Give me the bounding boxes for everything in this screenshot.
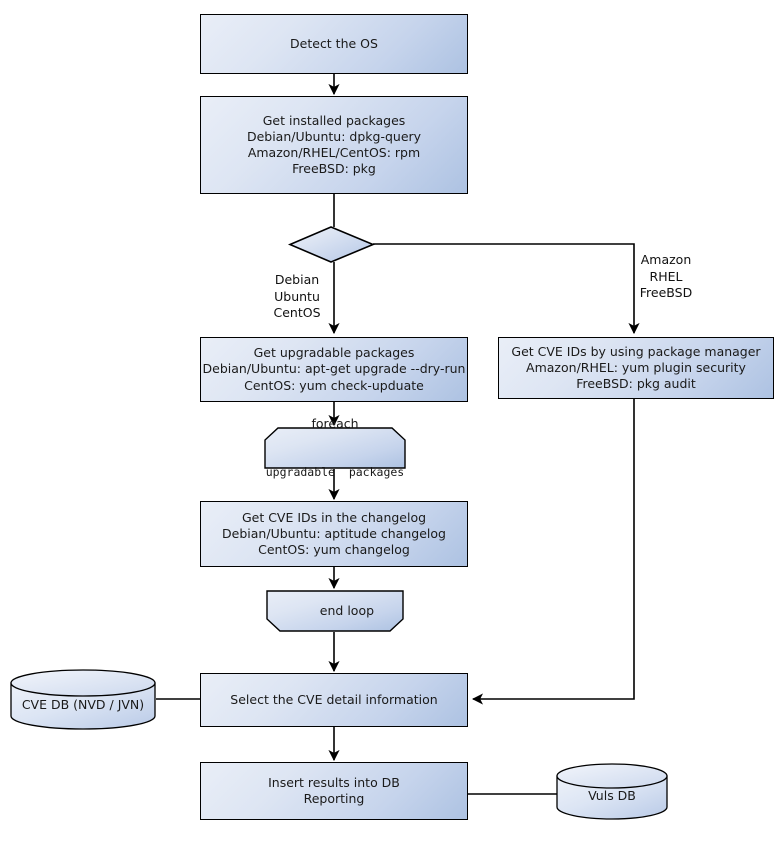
node-insert-results-label: Insert results into DB Reporting bbox=[268, 774, 400, 806]
node-get-cve-changelog-label: Get CVE IDs in the changelog Debian/Ubun… bbox=[222, 509, 446, 558]
edge-label-right-branch: Amazon RHEL FreeBSD bbox=[639, 252, 693, 300]
node-vuls-db[interactable]: Vuls DB bbox=[557, 776, 667, 819]
node-foreach-label-line1: foreach bbox=[311, 416, 359, 432]
vuls-db-cylinder[interactable] bbox=[556, 763, 668, 820]
node-end-loop-label: end loop bbox=[319, 602, 375, 618]
node-get-cve-changelog[interactable]: Get CVE IDs in the changelog Debian/Ubun… bbox=[200, 501, 468, 567]
edge-decision-to-pkgmgr bbox=[373, 243, 640, 335]
node-foreach-loop-start[interactable]: foreach upgradable packages bbox=[264, 416, 406, 479]
node-detect-os[interactable]: Detect the OS bbox=[200, 14, 468, 74]
node-select-cve-detail-label: Select the CVE detail information bbox=[230, 691, 438, 707]
node-get-upgradable-packages[interactable]: Get upgradable packages Debian/Ubuntu: a… bbox=[200, 337, 468, 402]
node-foreach-label-line2: upgradable packages bbox=[265, 464, 405, 479]
edge-label-left-branch: Debian Ubuntu CentOS bbox=[273, 272, 321, 320]
node-get-cve-package-manager-label: Get CVE IDs by using package manager Ama… bbox=[511, 343, 761, 392]
decision-diamond[interactable] bbox=[287, 226, 376, 263]
node-insert-results[interactable]: Insert results into DB Reporting bbox=[200, 762, 468, 820]
node-get-upgradable-packages-label: Get upgradable packages Debian/Ubuntu: a… bbox=[202, 345, 466, 393]
node-end-loop[interactable]: end loop bbox=[266, 590, 404, 632]
node-select-cve-detail[interactable]: Select the CVE detail information bbox=[200, 673, 468, 727]
node-get-installed-packages-label: Get installed packages Debian/Ubuntu: dp… bbox=[246, 112, 422, 177]
end-loop-shape bbox=[266, 590, 404, 632]
node-vuls-db-label: Vuls DB bbox=[588, 788, 636, 803]
node-cve-db-label: CVE DB (NVD / JVN) bbox=[21, 697, 145, 712]
node-get-installed-packages[interactable]: Get installed packages Debian/Ubuntu: dp… bbox=[200, 96, 468, 194]
edge-pkgmgr-to-select bbox=[471, 399, 635, 705]
node-cve-db[interactable]: CVE DB (NVD / JVN) bbox=[11, 683, 155, 729]
node-detect-os-label: Detect the OS bbox=[290, 35, 378, 51]
node-get-cve-package-manager[interactable]: Get CVE IDs by using package manager Ama… bbox=[498, 337, 774, 399]
cve-db-cylinder[interactable] bbox=[10, 669, 156, 730]
foreach-shape bbox=[264, 427, 406, 469]
